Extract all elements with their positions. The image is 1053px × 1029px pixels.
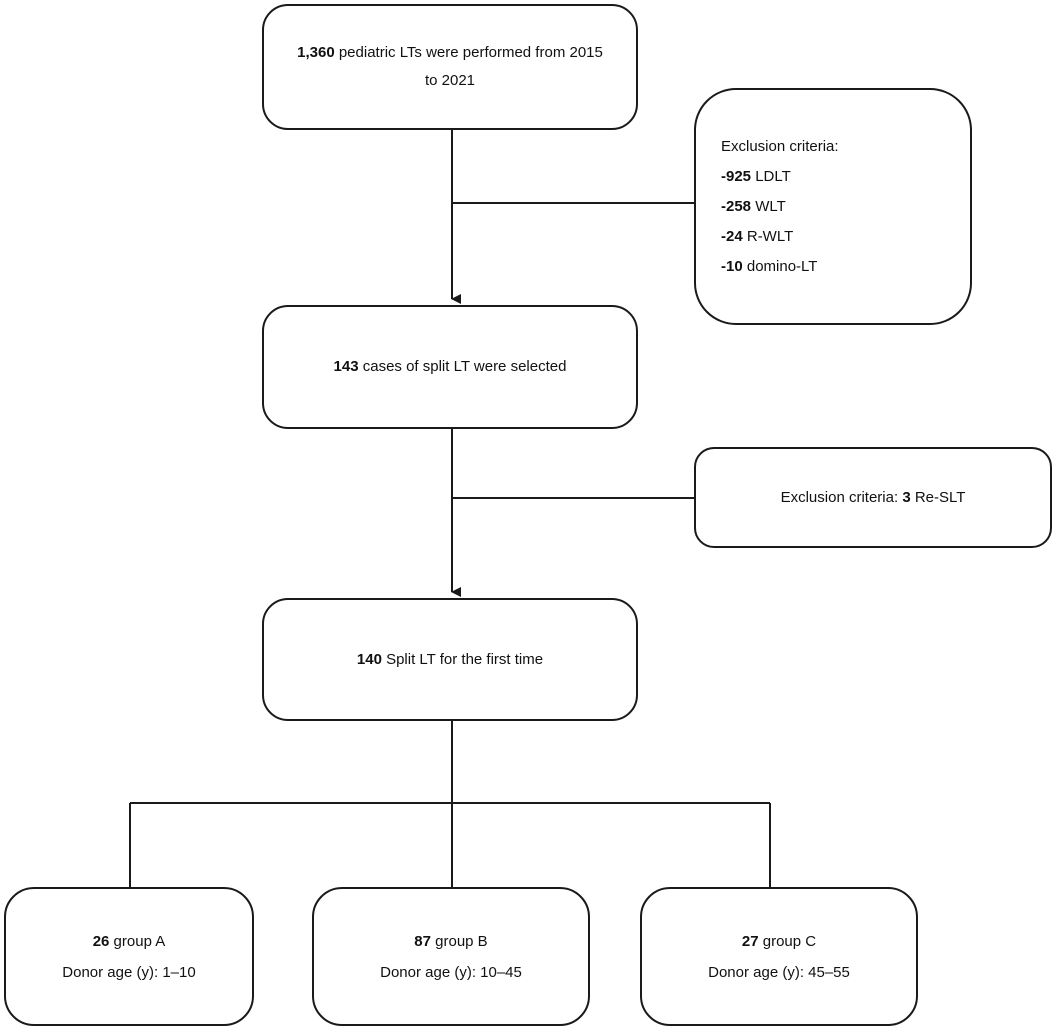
group-b-box: 87 group B Donor age (y): 10–45: [312, 887, 590, 1026]
re-slt-label: Re-SLT: [910, 488, 966, 506]
first-time-line: 140 Split LT for the first time: [357, 646, 543, 674]
re-slt-count: 3: [902, 488, 911, 506]
group-title: 26 group A: [93, 926, 166, 957]
first-time-text: Split LT for the first time: [381, 650, 544, 668]
exclusion-label: LDLT: [751, 167, 791, 185]
exclusion-count: -10: [721, 257, 743, 275]
exclusion-label: domino-LT: [742, 257, 818, 275]
exclusion-count: -258: [721, 197, 752, 215]
group-name: group A: [109, 932, 166, 950]
split-selected-box: 143 cases of split LT were selected: [262, 305, 638, 429]
donor-age-range: 1–10: [162, 963, 196, 981]
exclusion-item-wlt: -258 WLT: [721, 192, 786, 222]
donor-age-label: Donor age (y):: [380, 963, 481, 981]
group-title: 87 group B: [414, 926, 487, 957]
group-a-box: 26 group A Donor age (y): 1–10: [4, 887, 254, 1026]
group-donor-age: Donor age (y): 1–10: [62, 957, 195, 988]
group-donor-age: Donor age (y): 10–45: [380, 957, 522, 988]
exclusion-heading: Exclusion criteria:: [721, 137, 839, 155]
exclusion-label: R-WLT: [742, 227, 794, 245]
split-text: cases of split LT were selected: [358, 358, 567, 375]
split-count: 143: [333, 358, 359, 375]
exclusion-label: WLT: [751, 197, 786, 215]
first-time-split-box: 140 Split LT for the first time: [262, 598, 638, 721]
group-count: 26: [92, 932, 110, 950]
group-name: group C: [758, 932, 817, 950]
donor-age-range: 45–55: [808, 963, 850, 981]
re-slt-line: Exclusion criteria: 3 Re-SLT: [781, 484, 966, 512]
group-title: 27 group C: [742, 926, 816, 957]
exclusion-item-domino-lt: -10 domino-LT: [721, 252, 817, 282]
split-selected-line: 143 cases of split LT were selected: [334, 353, 567, 381]
total-text-a: pediatric LTs were performed from 2015: [334, 44, 603, 61]
group-name: group B: [430, 932, 488, 950]
re-slt-exclusion-box: Exclusion criteria: 3 Re-SLT: [694, 447, 1052, 548]
total-transplants-line-1: 1,360 pediatric LTs were performed from …: [297, 39, 603, 67]
exclusion-item-ldlt: -925 LDLT: [721, 162, 791, 192]
group-c-box: 27 group C Donor age (y): 45–55: [640, 887, 918, 1026]
total-text-b: to 2021: [424, 72, 476, 89]
re-slt-prefix: Exclusion criteria:: [780, 488, 903, 506]
first-time-count: 140: [356, 650, 382, 668]
donor-age-label: Donor age (y):: [62, 963, 163, 981]
group-donor-age: Donor age (y): 45–55: [708, 957, 850, 988]
exclusion-count: -24: [721, 227, 743, 245]
total-transplants-box: 1,360 pediatric LTs were performed from …: [262, 4, 638, 130]
group-count: 27: [741, 932, 759, 950]
exclusion-item-r-wlt: -24 R-WLT: [721, 222, 793, 252]
exclusion-criteria-box: Exclusion criteria: -925 LDLT -258 WLT -…: [694, 88, 972, 325]
total-count: 1,360: [297, 44, 335, 61]
donor-age-range: 10–45: [480, 963, 522, 981]
exclusion-count: -925: [721, 167, 752, 185]
group-count: 87: [414, 932, 431, 950]
donor-age-label: Donor age (y):: [708, 963, 809, 981]
